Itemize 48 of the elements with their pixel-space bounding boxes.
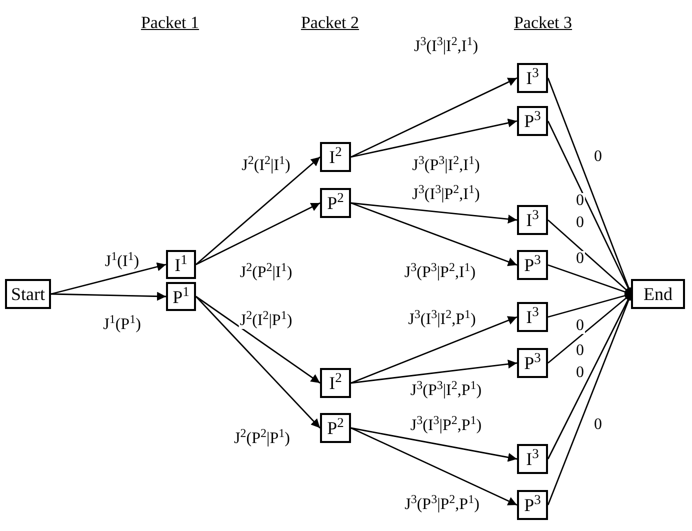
state-box: I$^{3}$	[517, 302, 548, 332]
column-heading: Packet 2	[300, 14, 360, 31]
arrow	[50, 292, 166, 301]
arrow	[196, 156, 320, 266]
edge-label: J$^{2}$(P$^{2}$|I$^{1}$)	[238, 265, 294, 281]
edge-label: J$^{2}$(I$^{2}$|P$^{1}$)	[238, 313, 294, 329]
arrow	[50, 262, 166, 295]
arrow	[196, 296, 320, 428]
arrow	[350, 202, 518, 266]
edge-label: J$^{3}$(I$^{3}$|I$^{2}$,I$^{1}$)	[412, 39, 480, 55]
edge-label: J$^{3}$(P$^{3}$|I$^{2}$,I$^{1}$)	[411, 158, 481, 174]
arrow	[350, 316, 518, 384]
edge-label: J$^{2}$(P$^{2}$|P$^{1}$)	[233, 431, 291, 447]
edge-label: J$^{3}$(P$^{3}$|P$^{2}$,P$^{1}$)	[404, 497, 480, 513]
column-heading: Packet 3	[514, 14, 572, 31]
state-box: P$^{3}$	[517, 250, 548, 280]
arrow	[350, 202, 518, 224]
edge-label: J$^{3}$(I$^{3}$|P$^{2}$,P$^{1}$)	[409, 418, 483, 434]
state-box: End	[631, 279, 685, 309]
arrow	[350, 118, 518, 158]
edge-label: J$^{3}$(P$^{3}$|P$^{2}$,I$^{1}$)	[403, 265, 477, 281]
state-box: P$^{3}$	[517, 348, 548, 378]
state-box: I$^{1}$	[166, 250, 196, 279]
edge-label: J$^{3}$(P$^{3}$|I$^{2}$,P$^{1}$)	[409, 383, 483, 399]
edge-label: J$^{3}$(I$^{3}$|P$^{2}$,I$^{1}$)	[411, 187, 481, 203]
edge-label: 0	[575, 318, 585, 334]
edge-label: J$^{1}$(I$^{1}$)	[104, 254, 140, 270]
arrow	[350, 427, 518, 462]
state-box: P$^{3}$	[517, 106, 548, 136]
state-box: I$^{3}$	[517, 444, 548, 474]
arrow	[350, 360, 518, 384]
edge-label: J$^{3}$(I$^{3}$|I$^{2}$,P$^{1}$)	[407, 312, 477, 328]
state-box: P$^{1}$	[166, 282, 196, 311]
state-box: P$^{2}$	[320, 413, 351, 443]
edge-label: J$^{1}$(P$^{1}$)	[102, 317, 142, 333]
state-box: Start	[5, 279, 51, 309]
arrow	[350, 77, 518, 158]
state-box: I$^{2}$	[320, 142, 351, 172]
column-heading: Packet 1	[140, 14, 200, 31]
state-box: P$^{2}$	[320, 188, 351, 218]
edge-label: J$^{2}$(I$^{2}$|I$^{1}$)	[240, 158, 292, 174]
state-box: I$^{2}$	[320, 368, 351, 398]
arrow	[196, 202, 320, 266]
state-box: I$^{3}$	[517, 63, 548, 93]
state-box: I$^{3}$	[517, 205, 548, 235]
arrow	[196, 296, 320, 384]
state-box: P$^{3}$	[517, 490, 548, 520]
arrow	[350, 427, 518, 506]
